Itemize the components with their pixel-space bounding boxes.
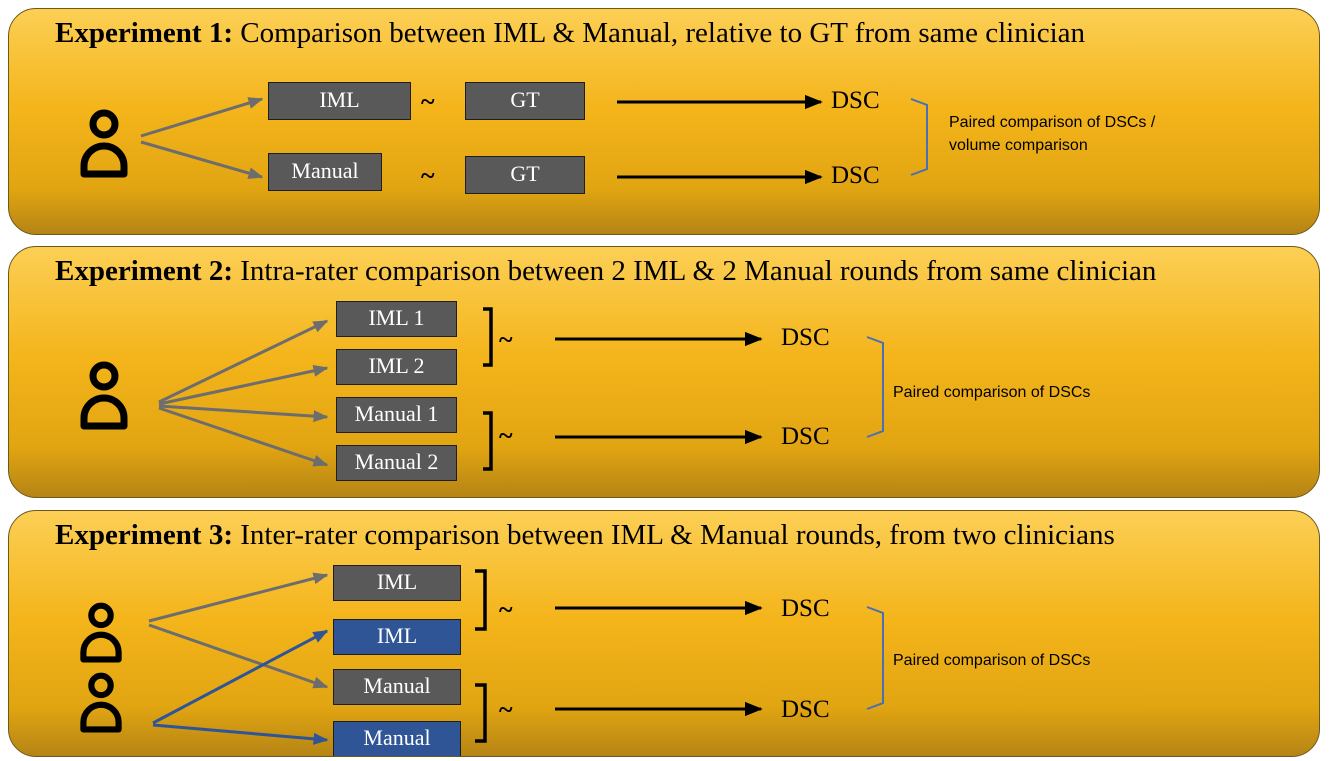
pair-bracket — [483, 411, 493, 471]
experiment-1-title: Experiment 1: Comparison between IML & M… — [55, 17, 1086, 49]
comparison-note: Paired comparison of DSCs — [893, 384, 1091, 401]
tilde-symbol: ~ — [421, 87, 435, 116]
manual-2-box: Manual 2 — [336, 445, 457, 481]
dsc-label: DSC — [831, 162, 880, 189]
tilde-symbol: ~ — [499, 421, 513, 450]
manual-box: Manual — [268, 153, 382, 191]
comparison-note: Paired comparison of DSCs — [893, 652, 1091, 669]
manual-1-box: Manual 1 — [336, 397, 457, 433]
tilde-symbol: ~ — [499, 325, 513, 354]
experiment-2-panel: Experiment 2: Intra-rater comparison bet… — [8, 246, 1320, 498]
iml-box: IML — [268, 82, 411, 120]
manual-box-clinician-2: Manual — [333, 721, 461, 756]
experiment-1-connectors — [9, 94, 928, 185]
user-icon — [83, 676, 118, 730]
comparison-bracket — [866, 606, 884, 710]
experiment-2-title: Experiment 2: Intra-rater comparison bet… — [55, 255, 1157, 287]
comparison-bracket — [910, 98, 928, 176]
iml-box-clinician-1: IML — [333, 565, 461, 601]
dsc-label: DSC — [831, 87, 880, 114]
experiment-3-connectors — [9, 569, 884, 745]
iml-2-box: IML 2 — [336, 349, 457, 385]
iml-1-box: IML 1 — [336, 301, 457, 337]
experiment-2-connectors — [9, 307, 884, 471]
manual-box-clinician-1: Manual — [333, 669, 461, 705]
tilde-symbol: ~ — [499, 695, 513, 724]
user-icon — [83, 606, 118, 660]
arrow-to-manual — [140, 140, 264, 180]
pair-bracket — [475, 569, 487, 631]
experiment-3-panel: Experiment 3: Inter-rater comparison bet… — [8, 510, 1320, 757]
dsc-label: DSC — [781, 696, 830, 723]
dsc-label: DSC — [781, 595, 830, 622]
arrow-to-iml — [140, 97, 264, 138]
tilde-symbol: ~ — [499, 595, 513, 624]
user-icon — [84, 113, 124, 174]
comparison-bracket — [866, 336, 884, 438]
user-icon — [84, 365, 124, 426]
pair-bracket — [475, 683, 487, 743]
pair-bracket — [483, 307, 493, 367]
dsc-label: DSC — [781, 324, 830, 351]
comparison-note: Paired comparison of DSCs / volume compa… — [949, 114, 1156, 154]
experiment-3-title: Experiment 3: Inter-rater comparison bet… — [55, 519, 1115, 551]
gt-box: GT — [465, 156, 585, 194]
experiment-1-panel: Experiment 1: Comparison between IML & M… — [8, 8, 1320, 235]
gt-box: GT — [465, 82, 585, 120]
iml-box-clinician-2: IML — [333, 619, 461, 655]
tilde-symbol: ~ — [421, 161, 435, 190]
dsc-label: DSC — [781, 423, 830, 450]
